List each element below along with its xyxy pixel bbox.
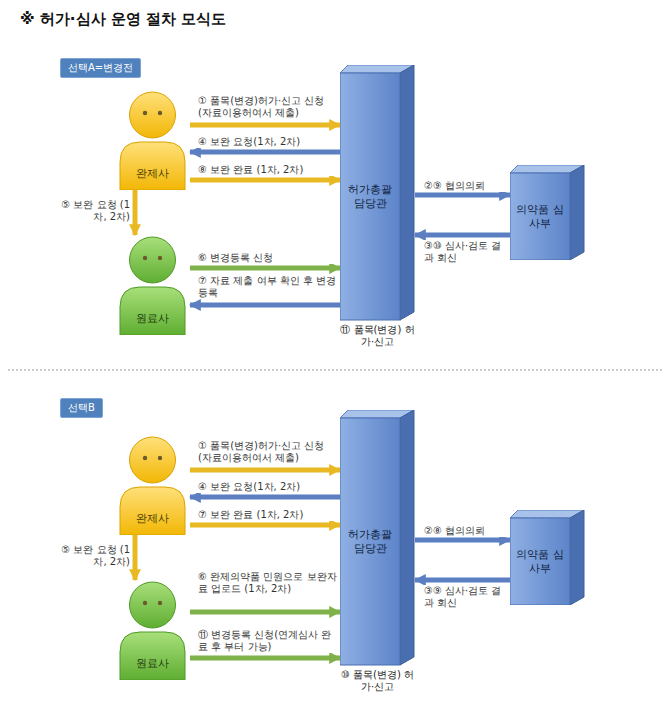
- step-label: ⑧ 보완 완료 (1차, 2차): [196, 164, 340, 176]
- step-label: ⑥ 변경등록 신청: [196, 252, 340, 264]
- step-label: ⑥ 완제의약품 민원으로 보완자료 업로드 (1차, 2차): [196, 571, 340, 595]
- step-label: ① 품목(변경)허가·신고 신청 (자료이용허여서 제출): [196, 440, 340, 464]
- department-box: 의약품 심사부: [510, 510, 585, 605]
- actor-figure: 원료사: [115, 580, 190, 680]
- step-label: ⑦ 보완 완료 (1차, 2차): [196, 509, 340, 521]
- box-side: [400, 410, 414, 665]
- box-front: [510, 173, 570, 260]
- box-side: [570, 510, 584, 605]
- office-name: 허가총괄 담당관: [343, 183, 397, 211]
- person-head: [130, 437, 176, 483]
- actor-label: 완제사: [120, 166, 185, 181]
- step-label: ⑦ 자료 제출 여부 확인 후 변경등록: [196, 275, 340, 299]
- tag-text: 선택A=변경전: [68, 61, 133, 75]
- actor-label: 완제사: [120, 511, 185, 526]
- flow-arrow: [190, 610, 340, 615]
- flow-arrow: [415, 578, 510, 583]
- person-eye: [143, 111, 147, 115]
- person-eye: [143, 256, 147, 260]
- department-name: 의약품 심사부: [513, 203, 567, 231]
- box-side: [570, 165, 584, 260]
- box-front: [510, 518, 570, 605]
- step-label: ②⑧ 협의의뢰: [422, 525, 510, 537]
- box-front: [340, 73, 400, 320]
- flow-arrow: [133, 535, 138, 580]
- step-label: ③⑩ 심사·검토 결과 회신: [422, 240, 510, 264]
- flow-arrow: [190, 495, 340, 500]
- actor-figure: 완제사: [115, 90, 190, 190]
- section-tag: 선택A=변경전: [60, 58, 141, 78]
- step-label: ⑪ 변경등록 신청(연계심사 완료 후 부터 가능): [196, 629, 340, 653]
- flow-arrow: [190, 266, 340, 271]
- person-eye: [158, 111, 162, 115]
- person-body: [120, 142, 185, 190]
- step-output: ⑩ 품목(변경) 허가·신고: [338, 669, 417, 693]
- box-side: [400, 65, 414, 320]
- office-box: 허가총괄 담당관 ⑪ 품목(변경) 허가·신고: [340, 65, 415, 355]
- step-label: ① 품목(변경)허가·신고 신청 (자료이용허여서 제출): [196, 95, 340, 119]
- diagram-title: ※ 허가·심사 운영 절차 모식도: [20, 10, 226, 29]
- department-box: 의약품 심사부: [510, 165, 585, 260]
- step-label: ②⑨ 협의의뢰: [422, 180, 510, 192]
- flow-arrow: [190, 468, 340, 473]
- flow-arrow: [415, 538, 510, 543]
- office-name: 허가총괄 담당관: [343, 528, 397, 556]
- person-head: [130, 92, 176, 138]
- actor-figure: 완제사: [115, 435, 190, 535]
- actor-figure: 원료사: [115, 235, 190, 335]
- flow-arrow: [190, 178, 340, 183]
- flow-arrow: [415, 193, 510, 198]
- box-front: [340, 418, 400, 665]
- person-eye: [158, 456, 162, 460]
- step-label: ④ 보완 요청(1차, 2차): [196, 481, 340, 493]
- person-eye: [158, 601, 162, 605]
- person-body: [120, 487, 185, 535]
- section-tag: 선택B: [60, 398, 103, 418]
- flow-arrow: [190, 656, 340, 661]
- flow-arrow: [190, 523, 340, 528]
- tag-text: 선택B: [68, 401, 95, 415]
- actor-label: 원료사: [120, 311, 185, 326]
- person-body: [120, 632, 185, 680]
- flow-arrow: [133, 190, 138, 235]
- flow-arrow: [190, 123, 340, 128]
- dotted-separator: [8, 369, 664, 370]
- office-box: 허가총괄 담당관 ⑩ 품목(변경) 허가·신고: [340, 410, 415, 700]
- department-name: 의약품 심사부: [513, 548, 567, 576]
- person-head: [130, 582, 176, 628]
- flow-arrow: [190, 150, 340, 155]
- person-eye: [143, 456, 147, 460]
- step-label: ⑤ 보완 요청 (1차, 2차): [50, 199, 132, 223]
- actor-label: 원료사: [120, 656, 185, 671]
- person-eye: [158, 256, 162, 260]
- person-body: [120, 287, 185, 335]
- step-label: ⑤ 보완 요청 (1차, 2차): [50, 544, 132, 568]
- step-label: ③⑨ 심사·검토 결과 회신: [422, 585, 510, 609]
- person-eye: [143, 601, 147, 605]
- person-head: [130, 237, 176, 283]
- step-output: ⑪ 품목(변경) 허가·신고: [338, 324, 417, 348]
- step-label: ④ 보완 요청(1차, 2차): [196, 136, 340, 148]
- flow-arrow: [415, 233, 510, 238]
- flow-arrow: [190, 303, 340, 308]
